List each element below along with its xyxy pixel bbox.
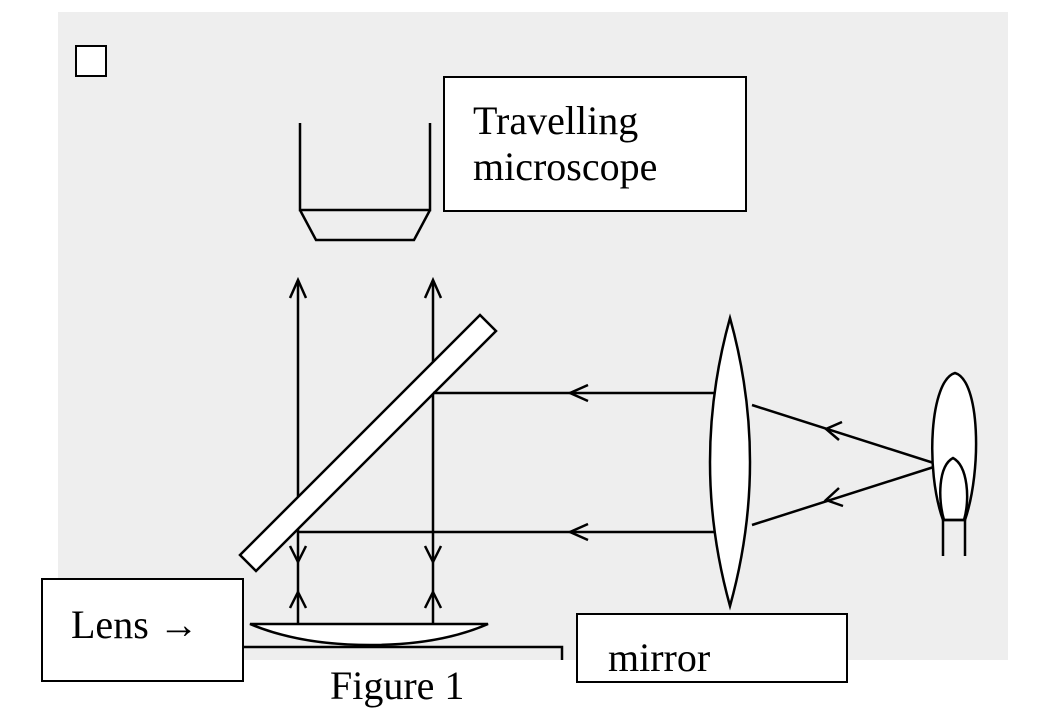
base-mirror-line (244, 645, 564, 660)
lens-label-text: Lens → (71, 602, 199, 647)
source-ray-upper (751, 403, 941, 467)
arrow-down-left (288, 545, 308, 565)
mirror-label: mirror (576, 613, 848, 683)
plano-convex-lens (249, 622, 489, 647)
arrow-left-top (566, 383, 589, 403)
source-ray-lower (751, 463, 941, 527)
arrow-up-right-top (423, 276, 443, 299)
arrow-source-upper (823, 420, 843, 441)
arrow-up-left-bottom (288, 589, 308, 609)
light-source-flame (931, 371, 978, 522)
arrow-left-bottom (566, 522, 589, 542)
microscope-label-line1: Travelling (473, 98, 639, 143)
lens-label: Lens → (41, 578, 244, 682)
mirror-label-text: mirror (608, 635, 711, 680)
travelling-microscope-label: Travelling microscope (443, 76, 747, 212)
arrow-down-right (423, 545, 443, 565)
glass-plate (238, 313, 498, 573)
microscope-label-line2: microscope (473, 144, 658, 189)
light-source-inner-flame (939, 456, 969, 522)
figure-caption: Figure 1 (330, 663, 465, 708)
checkbox-square[interactable] (75, 45, 107, 77)
arrow-up-left-top (288, 276, 308, 299)
arrow-up-right-bottom (423, 589, 443, 609)
arrow-source-lower (823, 487, 844, 508)
microscope-objective (298, 123, 432, 242)
converging-lens (708, 313, 752, 611)
light-source-base (941, 520, 967, 556)
